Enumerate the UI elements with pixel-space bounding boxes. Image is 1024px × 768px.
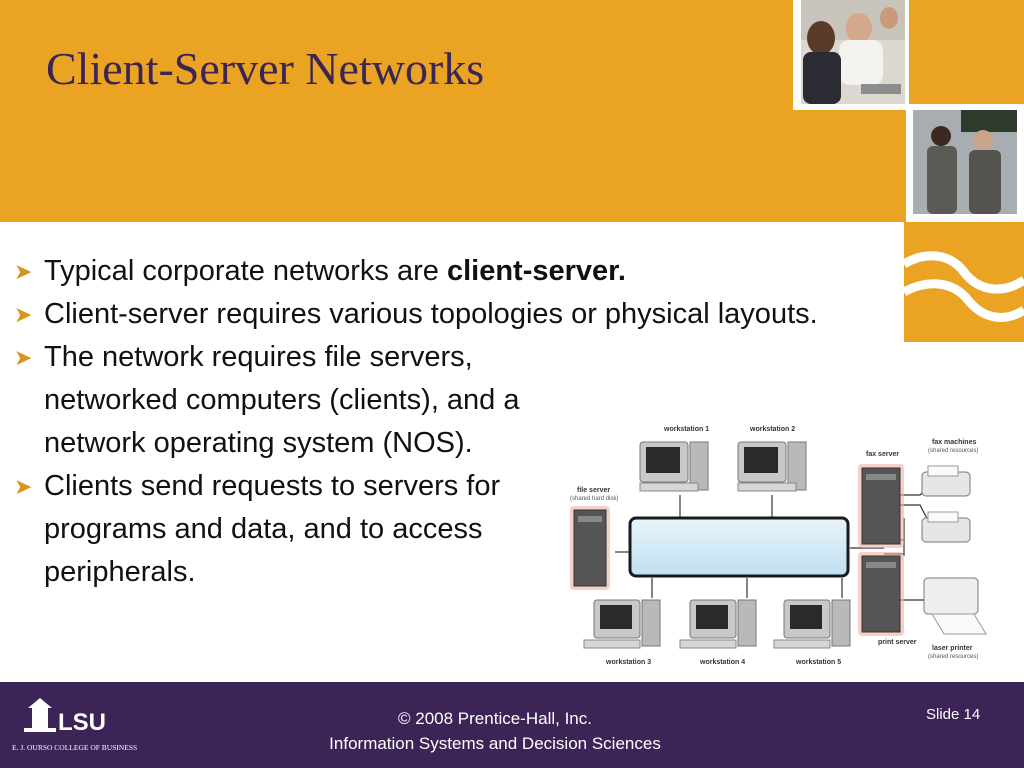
file-server-label: file server <box>577 487 610 494</box>
print-server-label: print server <box>878 639 917 646</box>
wave-decoration <box>904 251 1024 322</box>
workstation-5-label: workstation 5 <box>795 659 841 666</box>
bullet-item: ➤ The network requires file servers, net… <box>14 336 604 465</box>
lsu-logo: LSU E. J. OURSO COLLEGE OF BUSINESS <box>10 694 160 758</box>
fax-machines-label: fax machines <box>932 439 976 446</box>
workstation-4-label: workstation 4 <box>699 659 745 666</box>
workstation-3 <box>583 599 661 649</box>
photo-students <box>801 0 905 104</box>
laser-printer-label: laser printer <box>932 645 973 652</box>
bullet-text: The network requires file servers, netwo… <box>44 341 520 459</box>
workstation-2 <box>737 441 807 492</box>
bullet-item: ➤ Client-server requires various topolog… <box>14 293 874 336</box>
workstation-1 <box>639 441 709 492</box>
footer-department: Information Systems and Decision Science… <box>329 734 661 753</box>
fax-server-label: fax server <box>866 451 899 458</box>
workstation-3-label: workstation 3 <box>605 659 651 666</box>
bullet-arrow-icon: ➤ <box>14 474 33 499</box>
bullet-arrow-icon: ➤ <box>14 302 33 327</box>
bullet-arrow-icon: ➤ <box>14 259 33 284</box>
logo-text: LSU <box>58 709 106 736</box>
fax-machine-1 <box>921 465 971 497</box>
footer-credits: © 2008 Prentice-Hall, Inc. Information S… <box>250 706 740 756</box>
bullet-text: Clients send requests to servers for pro… <box>44 470 501 588</box>
slide-title: Client-Server Networks <box>46 43 485 94</box>
logo-subtitle: E. J. OURSO COLLEGE OF BUSINESS <box>12 743 137 752</box>
workstation-1-label: workstation 1 <box>663 426 709 433</box>
footer-bar <box>0 682 1024 768</box>
workstation-2-label: workstation 2 <box>749 426 795 433</box>
file-server <box>570 506 610 590</box>
fax-machine-2 <box>921 511 971 543</box>
photo-businessmen <box>913 110 1017 214</box>
bullet-item: ➤ Typical corporate networks are client-… <box>14 250 874 293</box>
bullet-list: ➤ Typical corporate networks are client-… <box>14 250 874 594</box>
workstation-4 <box>679 599 757 649</box>
laser-printer-sub: (shared resources) <box>928 654 978 660</box>
footer-copyright: © 2008 Prentice-Hall, Inc. <box>398 709 592 728</box>
bullet-bold-text: client-server. <box>446 255 626 287</box>
workstation-5 <box>773 599 851 649</box>
bullet-text: Client-server requires various topologie… <box>44 298 818 330</box>
slide-number: Slide 14 <box>926 706 981 723</box>
side-orange-block-left <box>793 110 906 222</box>
side-orange-block-top <box>909 0 1024 104</box>
fax-server <box>858 464 904 548</box>
bullet-item: ➤ Clients send requests to servers for p… <box>14 465 564 594</box>
laser-printer <box>923 577 987 635</box>
print-server <box>858 552 904 636</box>
bullet-arrow-icon: ➤ <box>14 345 33 370</box>
file-server-sub: (shared hard disk) <box>570 496 618 502</box>
network-diagram: workstation 1 workstation 2 file server … <box>570 426 987 666</box>
fax-machines-sub: (shared resources) <box>928 448 978 454</box>
network-hub <box>628 516 850 578</box>
bullet-text: Typical corporate networks are <box>44 255 447 287</box>
title-banner <box>0 0 793 222</box>
